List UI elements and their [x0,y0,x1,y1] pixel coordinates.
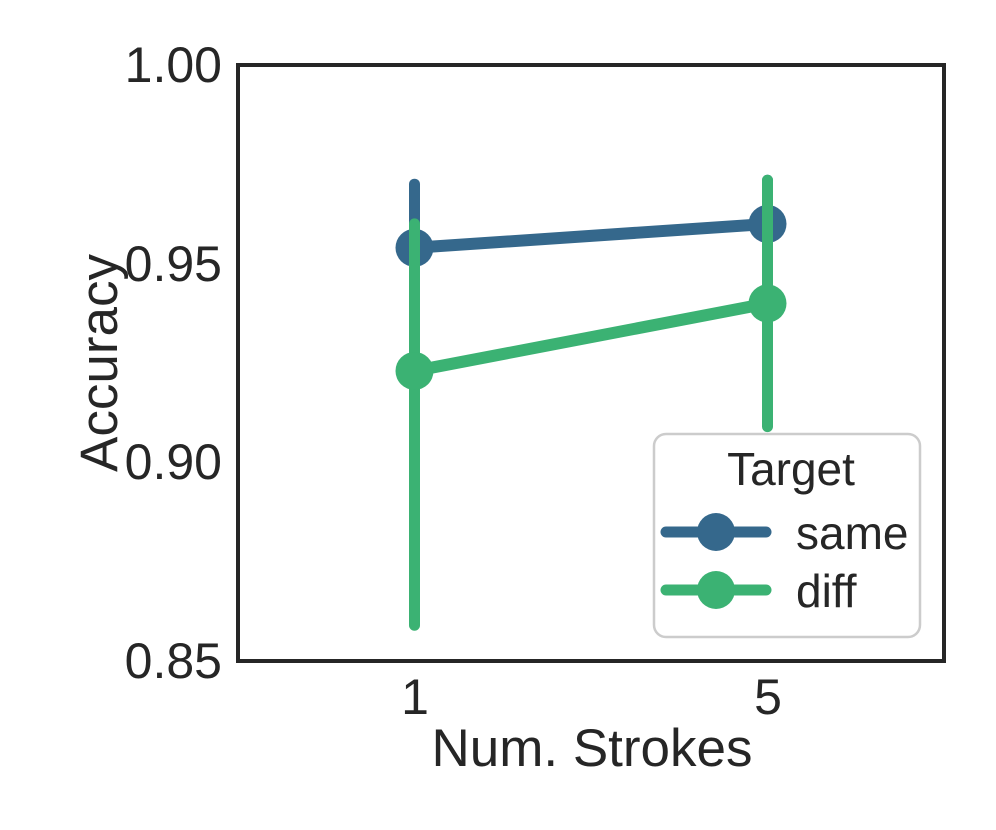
point-diff-5 [748,284,787,323]
line-diff [413,297,769,377]
legend-marker-dot-1 [697,571,735,609]
x-tick-label: 1 [401,669,429,725]
y-tick-label: 0.90 [125,434,222,490]
y-tick-label: 0.95 [125,236,222,292]
x-tick-label: 5 [754,669,782,725]
series-same [395,174,787,317]
legend-entry-label: diff [796,565,857,617]
y-tick-label: 0.85 [125,633,222,689]
legend-marker-dot-0 [697,513,735,551]
y-axis: 1.00 0.95 0.90 0.85 Accuracy [70,37,222,689]
legend-title: Target [727,443,855,495]
y-tick-label: 1.00 [125,37,222,93]
series-diff [395,174,787,631]
legend: Target same diff [652,432,922,639]
point-diff-1 [395,351,434,390]
series-layer [395,174,787,631]
y-axis-label: Accuracy [70,254,129,472]
legend-entry-label: same [796,507,908,559]
x-axis: 1 5 Num. Strokes [401,669,782,778]
x-axis-label: Num. Strokes [431,719,752,778]
line-same [414,217,768,254]
axes-frame [236,63,946,663]
